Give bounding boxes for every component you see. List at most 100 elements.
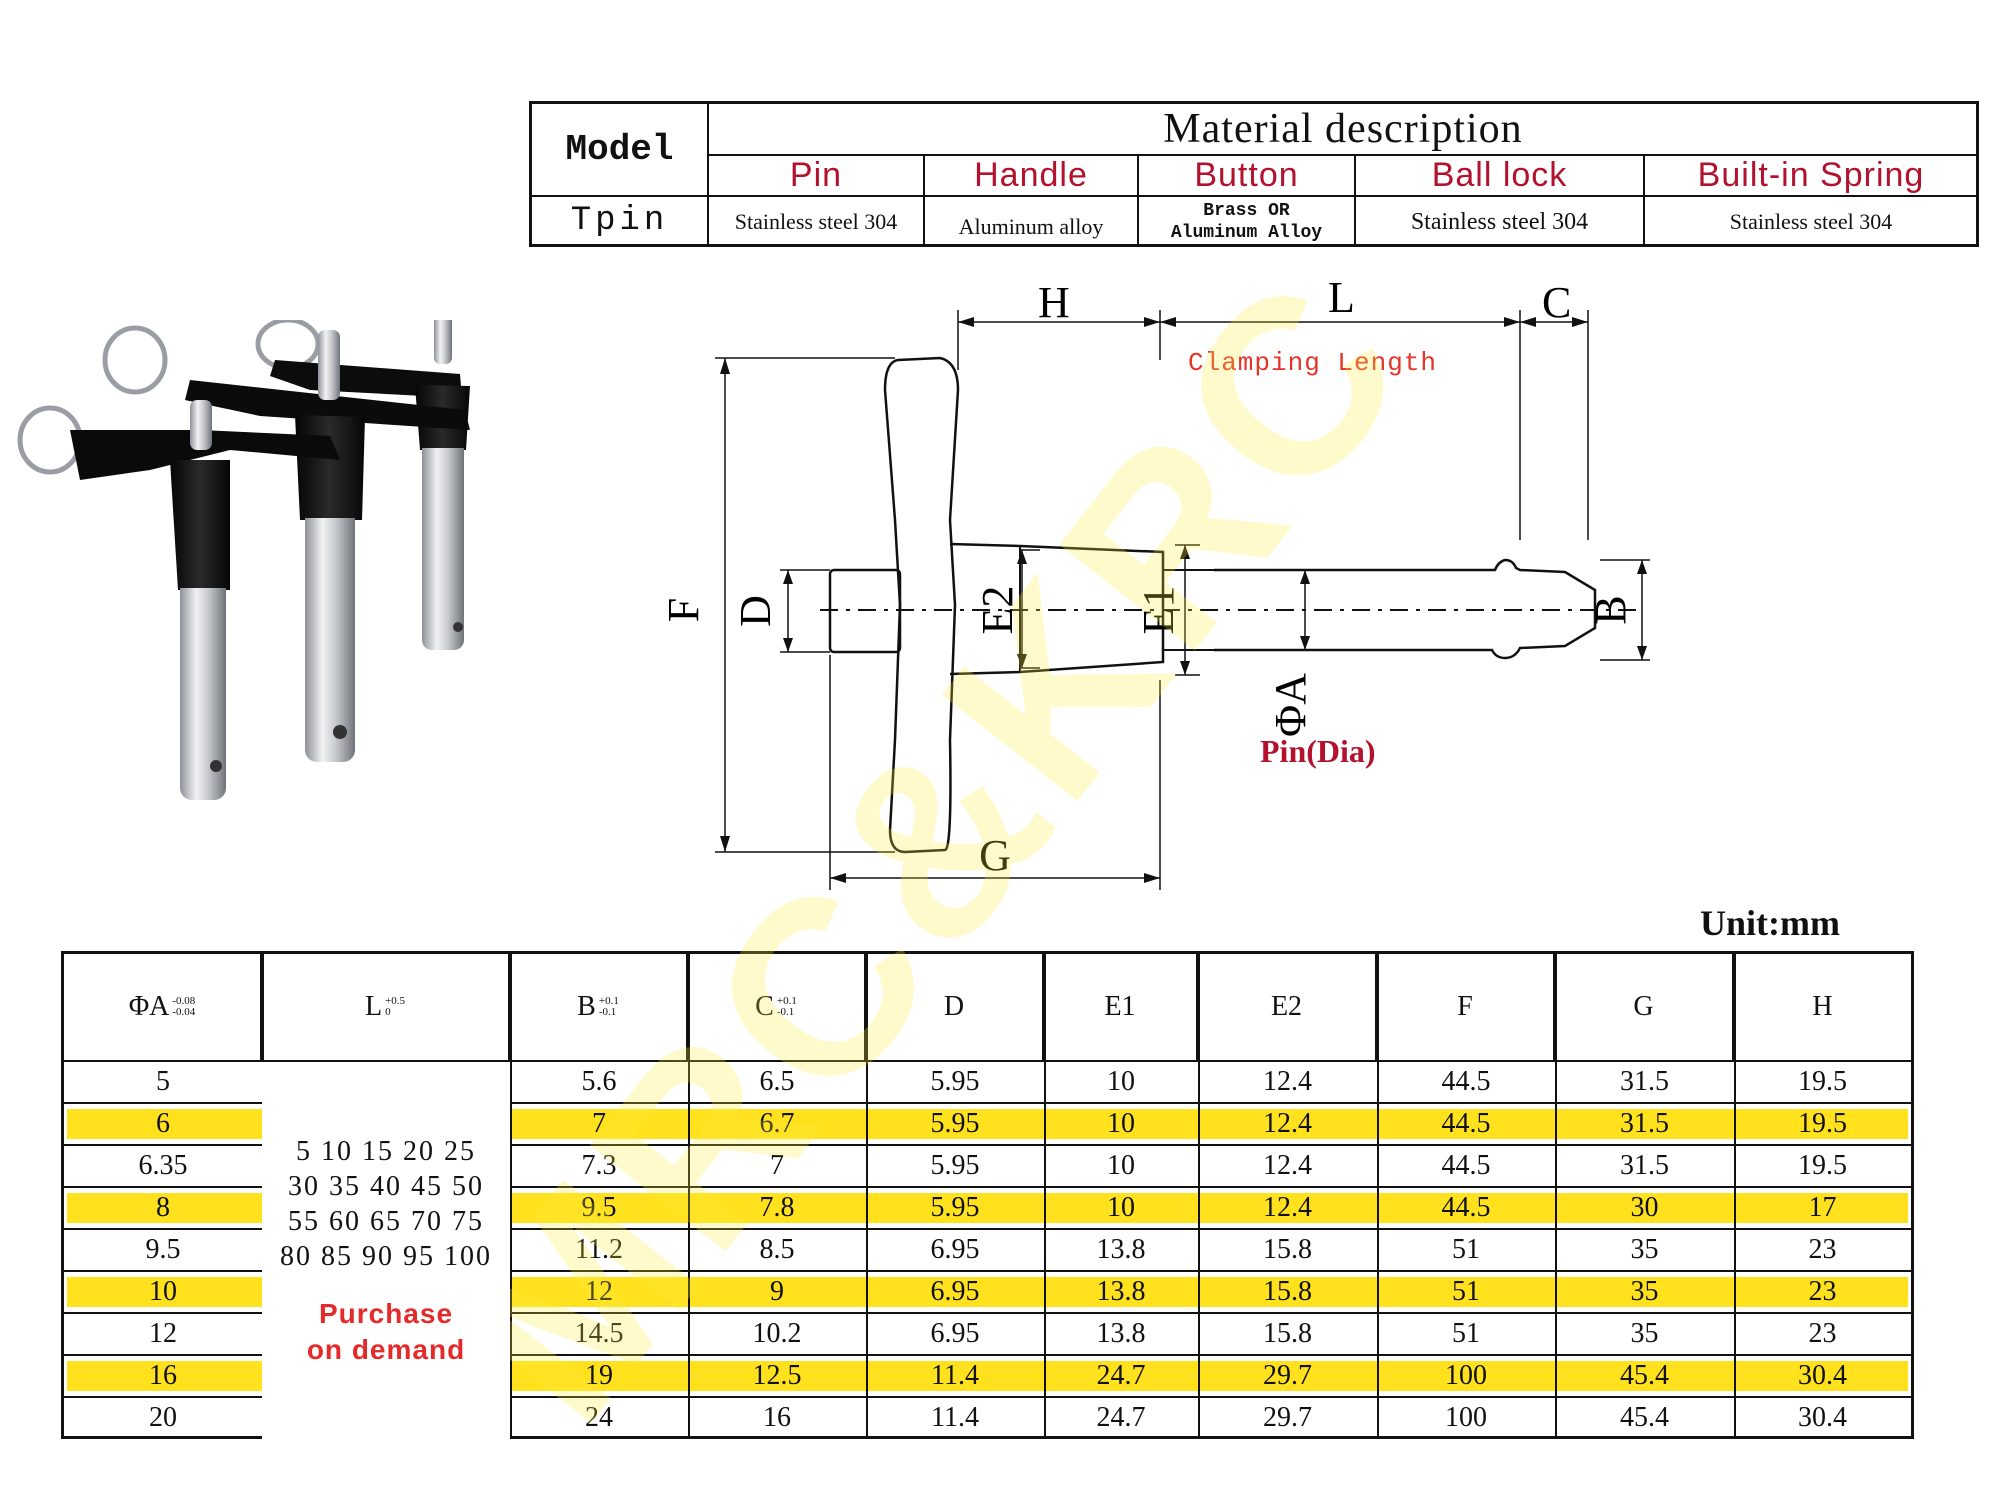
cell-c: 8.5 <box>759 1234 795 1265</box>
cell-b: 24 <box>585 1402 613 1433</box>
header-main: B <box>577 991 596 1022</box>
cell-d: 5.95 <box>930 1192 980 1223</box>
cell-a: 8 <box>156 1192 170 1223</box>
dim-E2: E2 <box>973 586 1022 635</box>
cell-d: 11.4 <box>931 1360 979 1391</box>
cell-f: 51 <box>1452 1234 1480 1265</box>
cell-e2: 15.8 <box>1263 1234 1312 1265</box>
cell-h: 23 <box>1808 1318 1837 1349</box>
dim-L: L <box>1328 273 1355 322</box>
header-handle: Handle <box>974 156 1088 194</box>
cell-e2: 12.4 <box>1263 1108 1312 1139</box>
cell-e2: 15.8 <box>1263 1318 1312 1349</box>
tolerance: -0.08-0.04 <box>172 996 195 1018</box>
header-main: F <box>1457 991 1473 1022</box>
dim-E1: E1 <box>1134 586 1183 635</box>
cell-g: 31.5 <box>1620 1108 1669 1139</box>
unit-label: Unit:mm <box>1700 903 1840 943</box>
dim-C: C <box>1542 278 1571 327</box>
header-main: H <box>1812 991 1833 1022</box>
cell-a: 5 <box>156 1066 170 1097</box>
header-e1: E1 <box>1044 954 1198 1060</box>
cell-c: 9 <box>770 1276 784 1307</box>
cell-f: 44.5 <box>1441 1192 1491 1223</box>
cell-f: 51 <box>1452 1318 1480 1349</box>
tolerance-bottom: -0.1 <box>598 1006 617 1018</box>
header-main: L <box>364 991 383 1022</box>
tolerance-bottom: -0.1 <box>776 1006 795 1018</box>
cell-f: 51 <box>1452 1276 1480 1307</box>
model-label: Model <box>565 129 674 170</box>
cell-c: 7 <box>770 1150 784 1181</box>
column-divider <box>510 954 512 1436</box>
header-phi-a: ΦA-0.08-0.04 <box>64 954 262 1060</box>
cell-e1: 10 <box>1107 1192 1135 1223</box>
cell-h: 30.4 <box>1798 1360 1847 1391</box>
tolerance-top: +0.1 <box>598 995 619 1007</box>
cell-c: 6.5 <box>759 1066 795 1097</box>
cell-h: 30.4 <box>1798 1402 1847 1433</box>
column-divider <box>866 954 868 1436</box>
cell-a: 20 <box>149 1402 177 1433</box>
dim-F: F <box>659 598 708 622</box>
cell-g: 30 <box>1630 1192 1659 1223</box>
table-row: 9.5 11.2 8.5 6.95 13.8 15.8 51 35 23 <box>64 1228 1911 1270</box>
cell-a: 10 <box>149 1276 177 1307</box>
cell-b: 14.5 <box>574 1318 624 1349</box>
cell-g: 35 <box>1630 1234 1659 1265</box>
l-values-line-1: 5 10 15 20 25 <box>296 1135 476 1167</box>
tolerance: +0.1-0.1 <box>777 996 797 1018</box>
cell-a: 6.35 <box>138 1150 188 1181</box>
pin-small <box>17 400 340 800</box>
cell-h: 19.5 <box>1798 1108 1847 1139</box>
header-h: H <box>1734 954 1911 1060</box>
cell-f: 100 <box>1445 1402 1487 1433</box>
tolerance: +0.1-0.1 <box>599 996 619 1018</box>
pin-dia-note: Pin(Dia) <box>1260 733 1376 769</box>
dim-D: D <box>731 595 780 627</box>
model-value: Tpin <box>570 202 669 240</box>
cell-f: 44.5 <box>1441 1108 1491 1139</box>
cell-h: 19.5 <box>1798 1066 1847 1097</box>
header-button: Button <box>1194 156 1299 194</box>
header-main: G <box>1633 991 1654 1022</box>
cell-c: 7.8 <box>759 1192 795 1223</box>
dim-H: H <box>1038 278 1070 327</box>
cell-f: 44.5 <box>1441 1066 1491 1097</box>
cell-c: 6.7 <box>759 1108 795 1139</box>
value-button-line1: Brass OR <box>1203 201 1290 221</box>
cell-e1: 24.7 <box>1096 1402 1146 1433</box>
cell-f: 44.5 <box>1441 1150 1491 1181</box>
value-handle: Aluminum alloy <box>958 214 1104 239</box>
header-d: D <box>866 954 1044 1060</box>
cell-b: 11.2 <box>575 1234 623 1265</box>
cell-a: 9.5 <box>145 1234 181 1265</box>
cell-d: 5.95 <box>930 1108 980 1139</box>
cell-e2: 12.4 <box>1263 1192 1312 1223</box>
header-main: D <box>943 991 965 1022</box>
header-main: C <box>755 991 774 1022</box>
cell-h: 17 <box>1808 1192 1837 1223</box>
cell-a: 6 <box>156 1108 170 1139</box>
cell-c: 10.2 <box>752 1318 802 1349</box>
cell-e2: 15.8 <box>1263 1276 1312 1307</box>
cell-b: 5.6 <box>581 1066 617 1097</box>
header-c: C+0.1-0.1 <box>688 954 866 1060</box>
cell-e2: 29.7 <box>1263 1360 1312 1391</box>
cell-h: 23 <box>1808 1234 1837 1265</box>
header-main: E1 <box>1104 991 1136 1022</box>
header-e2: E2 <box>1198 954 1377 1060</box>
header-b: B+0.1-0.1 <box>510 954 688 1060</box>
cell-e1: 13.8 <box>1096 1234 1146 1265</box>
material-title: Material description <box>1163 106 1523 152</box>
value-built-in-spring: Stainless steel 304 <box>1729 209 1893 234</box>
cell-a: 12 <box>149 1318 177 1349</box>
cell-g: 45.4 <box>1620 1360 1669 1391</box>
cell-d: 6.95 <box>930 1318 980 1349</box>
cell-b: 7 <box>592 1108 606 1139</box>
cell-d: 6.95 <box>930 1234 980 1265</box>
product-photo <box>17 320 470 800</box>
cell-g: 31.5 <box>1620 1066 1669 1097</box>
